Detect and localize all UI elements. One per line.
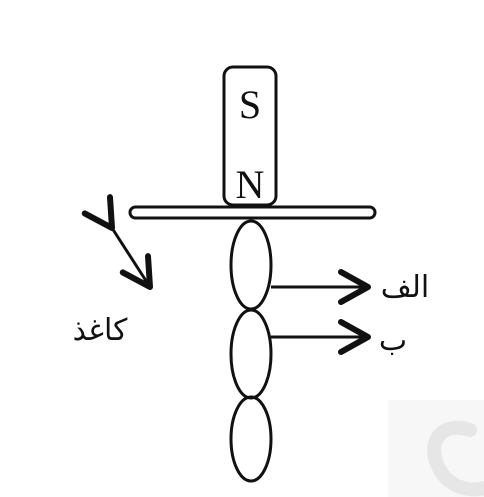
paper-sheet xyxy=(128,205,377,220)
clip-1 xyxy=(229,219,273,311)
south-pole-label: S xyxy=(239,82,261,127)
paper-label: کاغذ xyxy=(73,313,129,348)
magnet-body xyxy=(222,65,278,207)
clip-2 xyxy=(229,308,273,400)
bar-magnet: S N xyxy=(222,65,278,207)
clip-3 xyxy=(229,395,273,483)
be-label: ب xyxy=(379,323,407,358)
watermark-logo xyxy=(388,400,484,497)
paper-double-arrow xyxy=(81,194,153,290)
alef-label: الف xyxy=(381,270,430,305)
clip-chain xyxy=(229,219,273,483)
north-pole-label: N xyxy=(236,162,265,207)
